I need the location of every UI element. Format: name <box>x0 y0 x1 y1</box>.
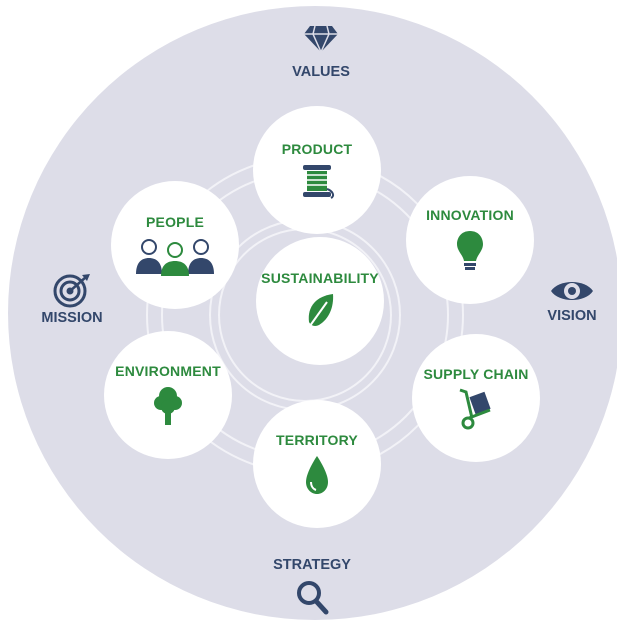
tree-icon <box>154 387 182 425</box>
hand-truck-icon <box>459 388 491 430</box>
leaf-icon <box>306 294 334 331</box>
eye-icon <box>551 282 593 300</box>
diamond-icon <box>304 25 338 53</box>
node-people: PEOPLE <box>111 181 239 309</box>
thread-spool-icon <box>303 165 335 199</box>
values-label: VALUES <box>292 64 350 80</box>
node-supply-chain: SUPPLY CHAIN <box>412 334 540 462</box>
center-label: SUSTAINABILITY <box>261 270 379 286</box>
strategy-label: STRATEGY <box>273 557 351 573</box>
lightbulb-icon <box>457 231 483 270</box>
magnifier-icon <box>297 581 329 615</box>
people-label: PEOPLE <box>146 214 204 230</box>
node-territory: TERRITORY <box>253 400 381 528</box>
outer-vision: VISION <box>532 276 612 324</box>
product-label: PRODUCT <box>281 141 353 157</box>
node-product: PRODUCT <box>253 106 381 234</box>
outer-values: VALUES <box>276 24 366 80</box>
innovation-label: INNOVATION <box>426 207 514 223</box>
target-icon <box>53 274 90 308</box>
outer-mission: MISSION <box>22 272 122 326</box>
node-environment: ENVIRONMENT <box>104 331 232 459</box>
outer-strategy: STRATEGY <box>262 557 362 615</box>
territory-label: TERRITORY <box>276 432 358 448</box>
node-innovation: INNOVATION <box>406 176 534 304</box>
vision-label: VISION <box>547 308 597 324</box>
people-group-icon <box>136 239 214 276</box>
water-drop-icon <box>306 456 328 494</box>
supply-chain-label: SUPPLY CHAIN <box>423 366 529 382</box>
center-node-sustainability: SUSTAINABILITY <box>256 237 384 365</box>
environment-label: ENVIRONMENT <box>115 363 221 379</box>
mission-label: MISSION <box>41 310 103 326</box>
